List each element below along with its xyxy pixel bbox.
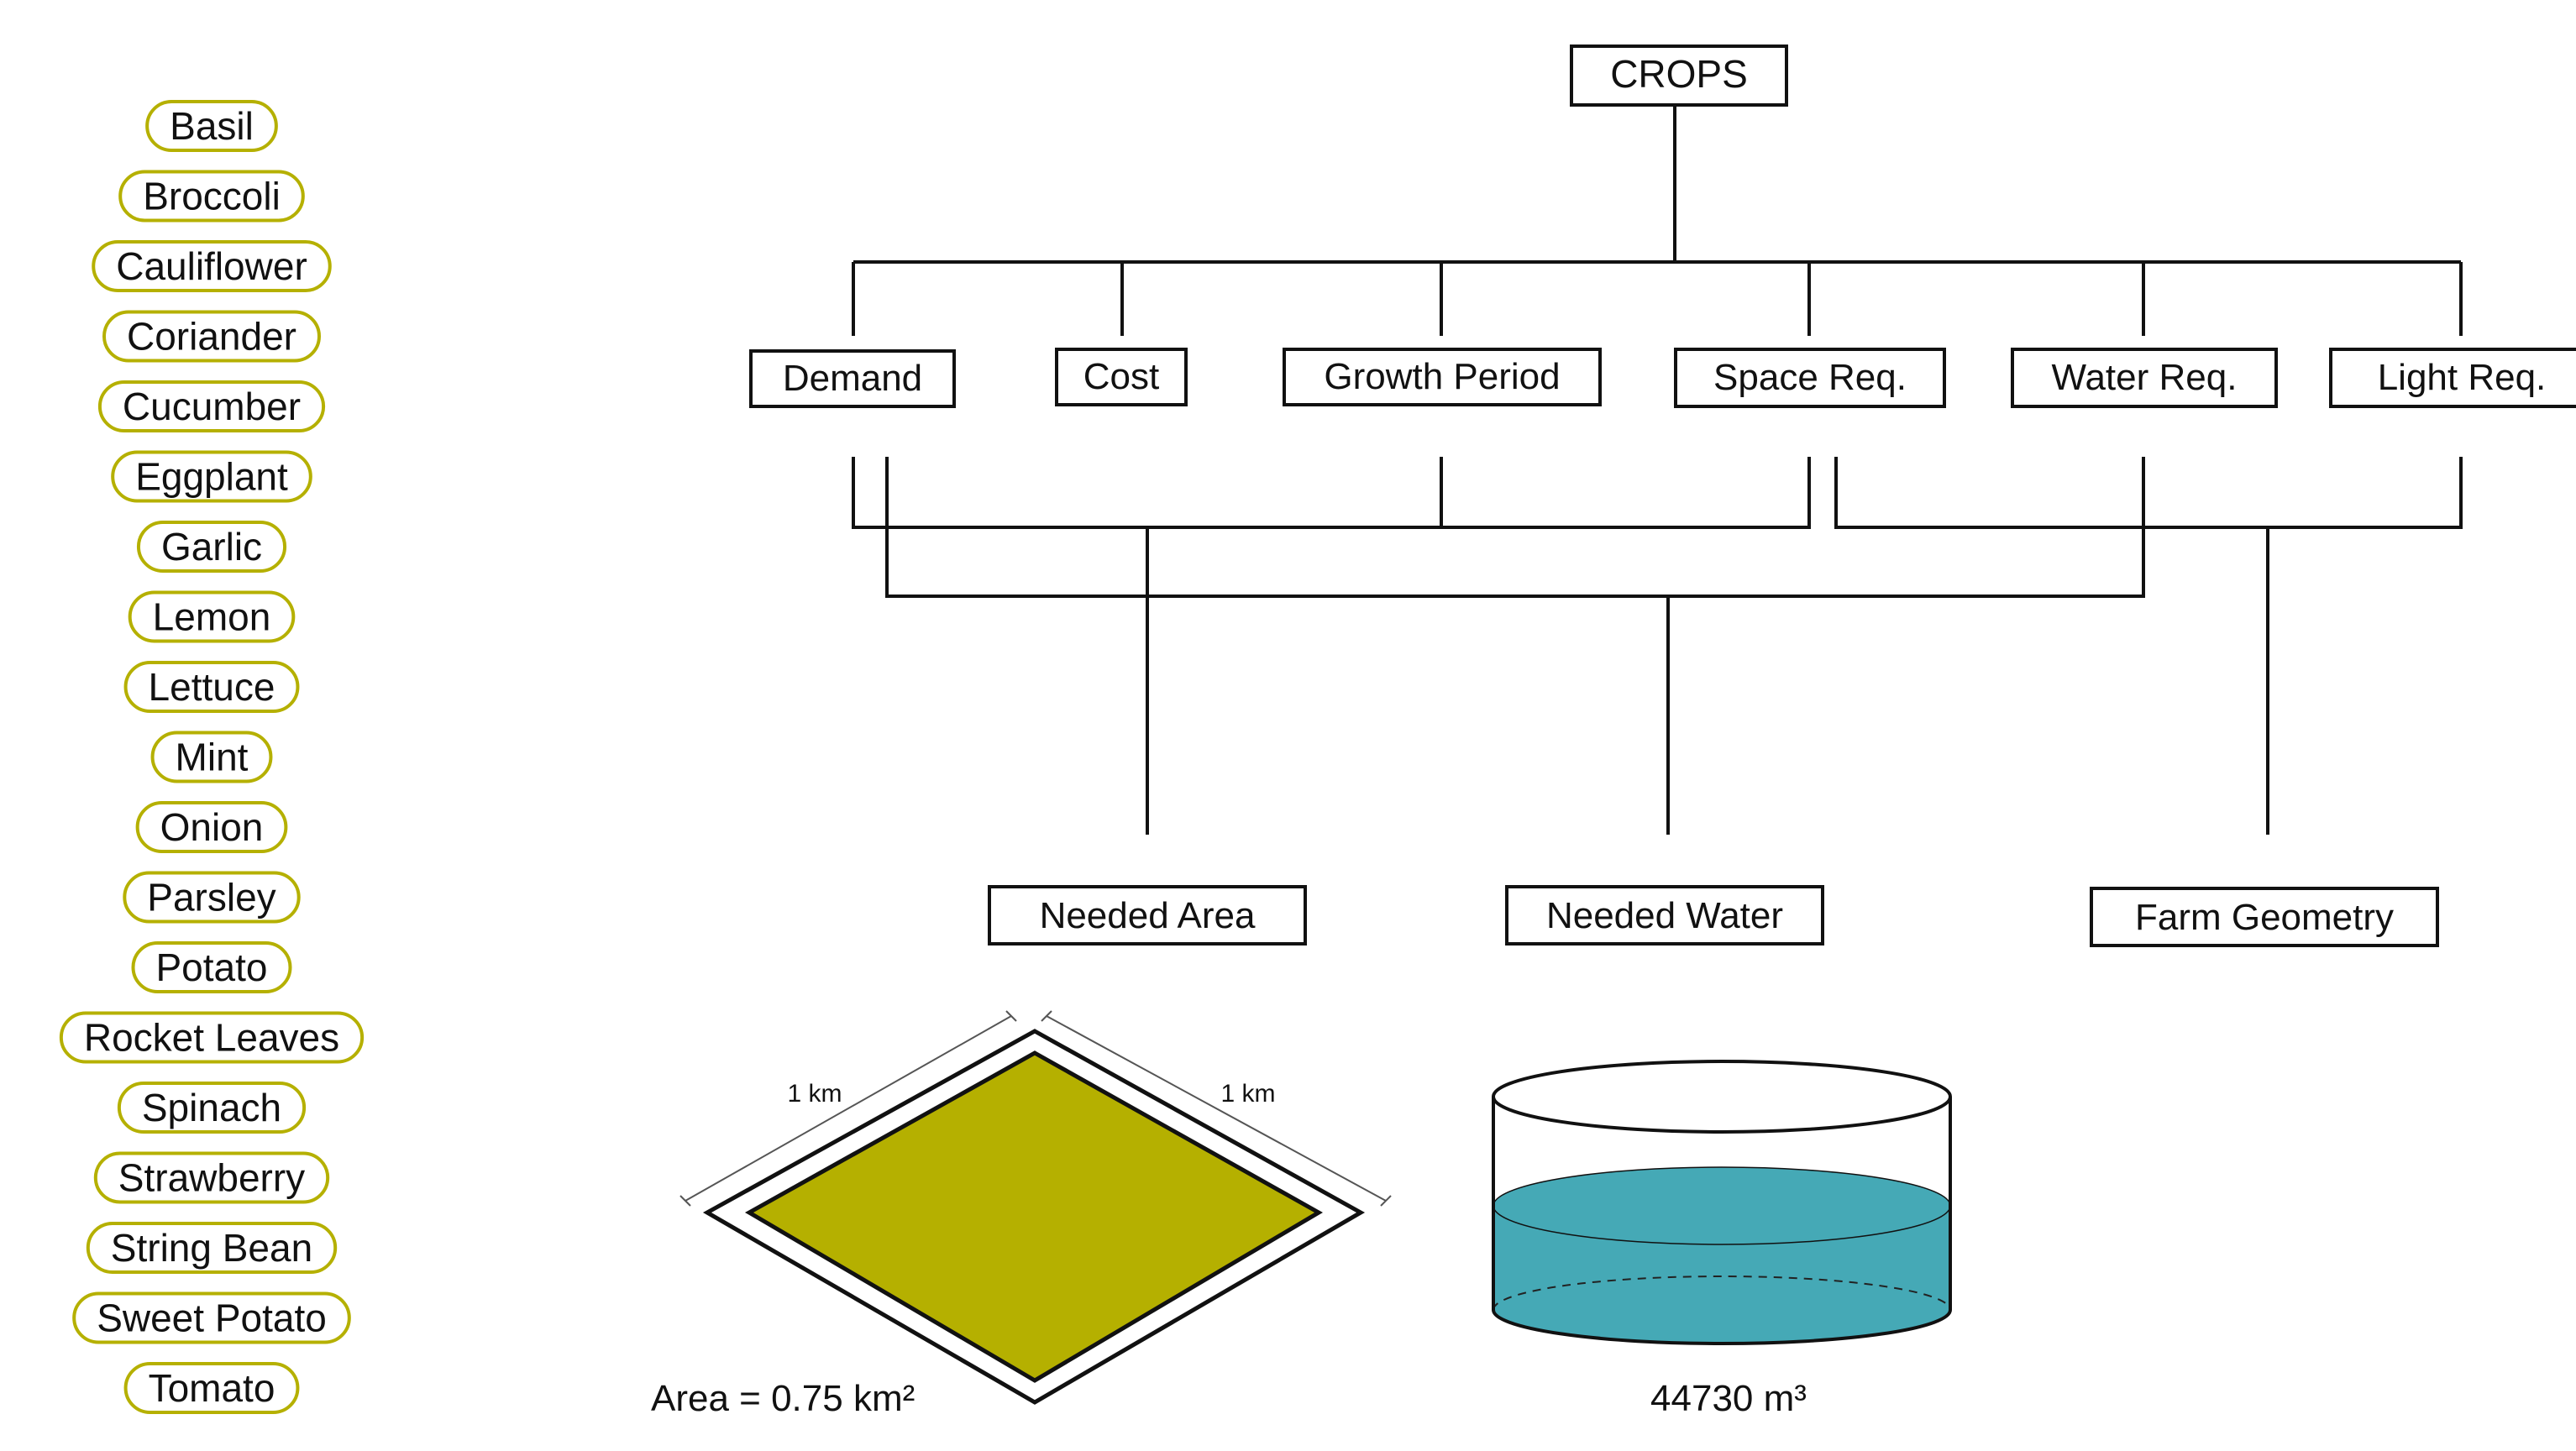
crop-pill: Mint [150, 731, 273, 783]
factor-light-req: Light Req. [2329, 348, 2576, 408]
output-needed-water-label: Needed Water [1546, 895, 1783, 936]
planted-area [744, 1050, 1324, 1383]
crop-pill-border [102, 310, 321, 363]
crop-pill-border [72, 1291, 351, 1344]
crop-label: Garlic [161, 525, 262, 568]
crop-pill: Rocket Leaves [59, 1011, 365, 1064]
factor-cost-label: Cost [1083, 356, 1159, 397]
factor-demand: Demand [749, 349, 956, 408]
area-bracket [852, 457, 1811, 529]
crop-pill-border [135, 801, 288, 853]
crop-label: String Bean [111, 1226, 312, 1270]
water-body [1493, 1206, 1950, 1344]
crop-pill: Broccoli [118, 170, 305, 223]
crop-pill-border [136, 521, 287, 573]
crop-pill: Tomato [123, 1362, 300, 1414]
side-a-label: 1 km [787, 1080, 842, 1108]
factor-space-req-label: Space Req. [1713, 357, 1907, 398]
crop-pill: String Bean [86, 1222, 338, 1274]
factor-light-req-label: Light Req. [2378, 357, 2547, 398]
crop-pill-border [123, 661, 300, 713]
crop-label: Mint [176, 736, 249, 779]
crop-pill: Spinach [117, 1082, 307, 1134]
dimension-line-left [685, 1015, 1012, 1202]
factor-growth-period: Growth Period [1283, 348, 1602, 406]
crop-label: Strawberry [118, 1156, 305, 1200]
crop-pill-border [92, 240, 332, 292]
crop-pill: Lettuce [123, 661, 300, 713]
crop-pill-border [86, 1222, 338, 1274]
factor-water-req: Water Req. [2011, 348, 2278, 408]
crop-pill: Cauliflower [92, 240, 332, 292]
crop-label: Cucumber [123, 385, 301, 428]
crop-label: Tomato [149, 1366, 275, 1410]
crop-pill: Eggplant [111, 450, 312, 503]
water-tank-illustration: 44730 m³ [1492, 1060, 1952, 1419]
tank-bottom [1492, 1309, 1952, 1345]
crop-pill-border [123, 1362, 300, 1414]
water-surface [1493, 1166, 1951, 1245]
crop-pill: Parsley [123, 871, 301, 924]
root-node: CROPS [1570, 45, 1788, 107]
area-illustration: 1 km 1 km Area = 0.75 km² [651, 1010, 1392, 1419]
factor-space-req: Space Req. [1674, 348, 1946, 408]
crop-label: Lemon [153, 595, 271, 639]
crop-pill-border [150, 731, 273, 783]
crop-label: Cauliflower [116, 244, 307, 288]
output-needed-water: Needed Water [1505, 885, 1824, 946]
area-result: Area = 0.75 km² [651, 1378, 915, 1419]
side-b-label: 1 km [1220, 1080, 1275, 1108]
dimension-line-right [1046, 1015, 1387, 1202]
tank-hidden-edge [1493, 1276, 1951, 1311]
crop-list: BasilBroccoliCauliflowerCorianderCucumbe… [59, 100, 365, 1414]
factor-cost: Cost [1055, 348, 1188, 406]
crop-pill-border [123, 871, 301, 924]
crop-pill-border [131, 941, 292, 993]
crop-pill: Basil [145, 100, 278, 152]
crop-label: Basil [170, 104, 254, 148]
factor-growth-period-label: Growth Period [1324, 356, 1560, 397]
crop-pill-border [93, 1151, 330, 1204]
crop-label: Potato [156, 946, 268, 989]
water-result: 44730 m³ [1650, 1378, 1807, 1419]
crop-pill: Potato [131, 941, 292, 993]
crop-pill-border [97, 380, 326, 432]
tank-rim [1492, 1060, 1952, 1134]
crop-label: Parsley [147, 876, 275, 919]
crop-pill-border [59, 1011, 365, 1064]
crop-label: Sweet Potato [97, 1296, 327, 1340]
crop-label: Coriander [127, 315, 296, 359]
crop-label: Lettuce [149, 665, 275, 709]
crop-pill-border [117, 1082, 307, 1134]
crop-pill: Onion [135, 801, 288, 853]
output-farm-geometry-label: Farm Geometry [2135, 897, 2394, 938]
root-label: CROPS [1610, 52, 1748, 96]
output-needed-area-label: Needed Area [1040, 895, 1256, 936]
crop-pill: Lemon [128, 590, 296, 643]
crop-label: Broccoli [143, 175, 281, 218]
crop-label: Rocket Leaves [84, 1016, 339, 1060]
crop-pill: Garlic [136, 521, 287, 573]
output-needed-area: Needed Area [988, 885, 1307, 946]
crop-pill: Cucumber [97, 380, 326, 432]
crop-label: Eggplant [135, 455, 288, 499]
output-farm-geometry: Farm Geometry [2090, 887, 2439, 947]
crop-pill: Strawberry [93, 1151, 330, 1204]
crop-pill-border [145, 100, 278, 152]
factor-demand-label: Demand [783, 358, 922, 399]
crop-pill: Sweet Potato [72, 1291, 351, 1344]
crop-pill: Coriander [102, 310, 321, 363]
factor-water-req-label: Water Req. [2052, 357, 2238, 398]
crop-pill-border [118, 170, 305, 223]
geometry-bracket [1834, 457, 2463, 529]
crop-pill-border [128, 590, 296, 643]
crop-label: Onion [160, 805, 264, 849]
crop-pill-border [111, 450, 312, 503]
tree-connectors [852, 105, 2463, 835]
crop-label: Spinach [142, 1086, 281, 1129]
